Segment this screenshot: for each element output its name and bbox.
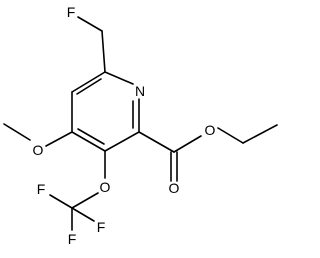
atom-o-carbonyl: O [169,180,180,196]
molecule-drawing: F N O O O O F F F [3,4,278,247]
atom-f-cf3-right: F [97,219,106,235]
bond-n-c6 [104,71,134,85]
structure-canvas: F N O O O O F F F [3,4,278,247]
bond-ch2-ch3 [242,124,278,144]
bond-ch2-c6 [101,30,106,73]
bond-c4-o [45,131,73,147]
bond-o-cf3 [71,192,99,209]
bond-c6-c5-inner [76,78,102,95]
atom-o-trifluoromethoxy: O [100,179,111,195]
bond-c6-c5 [71,71,106,93]
bond-c2-ccarbonyl [138,131,175,153]
atom-o-ester-single: O [205,122,216,138]
bond-c4-c3 [71,131,106,152]
bond-c4-c3-inner [77,128,105,145]
bond-ccarbonyl-o-single [173,135,202,153]
bond-cf3-f-right [71,207,95,222]
bond-c3-c2 [104,131,140,152]
bond-f-ch2 [77,16,103,32]
atom-o-methoxy: O [33,142,44,158]
bond-o-ch3 [3,123,31,141]
bond-o-ch2 [217,127,244,144]
atom-labels: F N O O O O F F F [33,4,216,247]
bonds [3,16,278,231]
atom-f-cf3-bottom: F [68,231,77,247]
atom-f-cf3-left: F [37,181,46,197]
bond-cf3-f-left [49,194,73,209]
atom-f-top: F [67,4,76,20]
atom-n-ring: N [135,83,145,99]
